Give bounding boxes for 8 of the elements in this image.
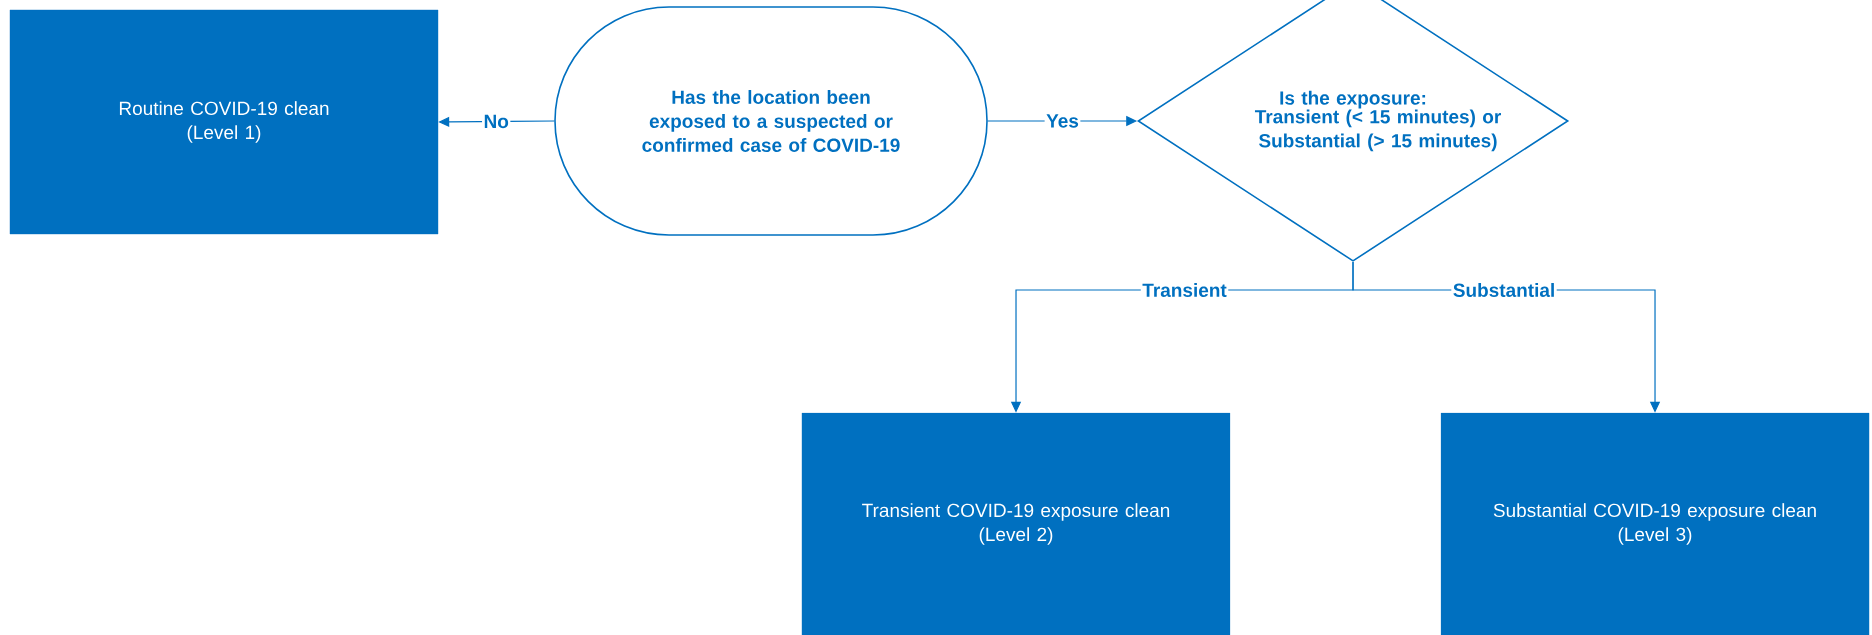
edge-label: No xyxy=(482,113,511,130)
edge-label: Yes xyxy=(1044,112,1081,130)
process-box: Transient COVID-19 exposure clean (Level 2) xyxy=(801,412,1231,635)
edge-label: Substantial xyxy=(1451,281,1557,299)
decision-terminal: Has the location been exposed to a suspected or confirmed case of COVID-19 xyxy=(554,6,988,236)
process-box: Substantial COVID-19 exposure clean (Level 3) xyxy=(1440,412,1870,635)
process-box: Routine COVID-19 clean (Level 1) xyxy=(9,9,439,235)
edge-label: Transient xyxy=(1140,281,1229,299)
